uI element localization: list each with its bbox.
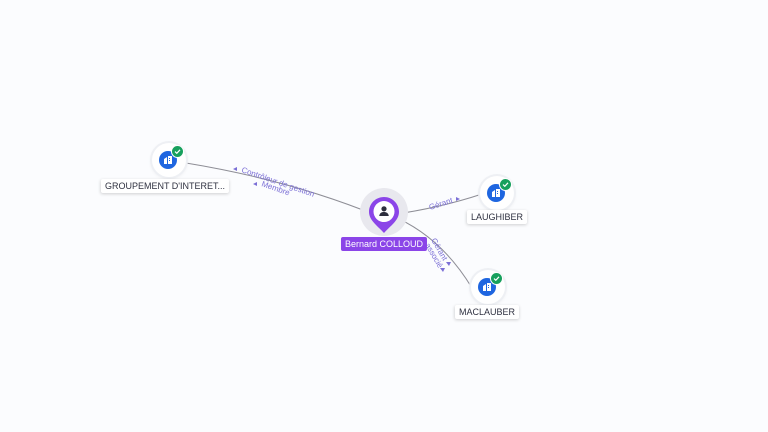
company-label-maclauber[interactable]: MACLAUBER — [454, 305, 520, 319]
company-label-groupement[interactable]: GROUPEMENT D'INTERET... — [100, 179, 230, 193]
company-label-laughiber[interactable]: LAUGHIBER — [466, 210, 528, 224]
arrow-icon — [456, 197, 460, 201]
company-node-groupement[interactable] — [152, 143, 186, 177]
person-label[interactable]: Bernard COLLOUD — [340, 237, 428, 251]
check-icon — [171, 145, 184, 158]
company-node-maclauber[interactable] — [471, 270, 505, 304]
relation-label-gerant-laughiber: Gérant — [428, 196, 455, 212]
arrow-icon — [440, 268, 445, 272]
check-icon — [490, 272, 503, 285]
arrow-icon — [253, 182, 257, 186]
arrow-icon — [446, 262, 451, 266]
edge-groupement — [185, 162, 379, 217]
company-node-laughiber[interactable] — [480, 176, 514, 210]
arrow-icon — [233, 167, 237, 171]
person-pin-icon[interactable] — [368, 196, 400, 234]
check-icon — [499, 178, 512, 191]
